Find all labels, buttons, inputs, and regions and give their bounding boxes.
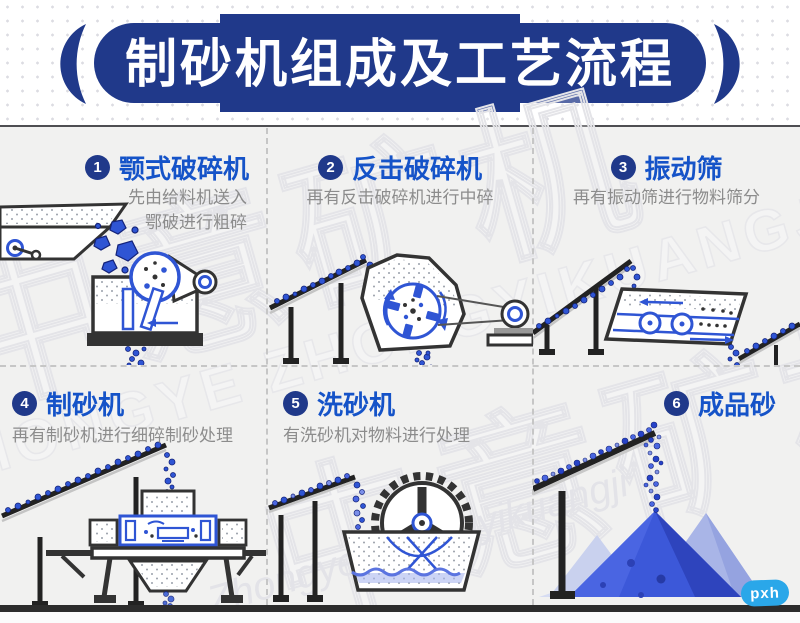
finished-sand-illustration — [533, 421, 783, 599]
right-bracket-icon — [714, 24, 740, 104]
panel-desc: 再有振动筛进行物料筛分 — [573, 188, 760, 207]
sand-maker-illustration — [1, 441, 266, 607]
left-bracket-icon — [60, 24, 86, 104]
panel-title: 制砂机 — [46, 390, 125, 420]
step-number-badge: 3 — [610, 155, 636, 180]
panel-desc: 再有制砂机进行细碎制砂处理 — [12, 426, 233, 445]
panel-title-row: 4 制砂机 — [12, 385, 124, 422]
title-banner: 制砂机组成及工艺流程 — [60, 12, 740, 114]
panel-finished-sand: 6 成品砂 — [533, 365, 800, 607]
panel-title-row: 6 成品砂 — [663, 385, 776, 422]
panel-desc-line: 鄂破进行粗碎 — [145, 213, 247, 232]
panel-title-row: 2 反击破碎机 — [317, 149, 483, 186]
panel-title: 颚式破碎机 — [118, 154, 249, 184]
horizontal-dashed-divider — [0, 365, 800, 367]
page-title: 制砂机组成及工艺流程 — [125, 36, 675, 94]
step-number-badge: 6 — [663, 391, 689, 416]
panel-desc: 有洗砂机对物料进行处理 — [283, 426, 470, 445]
step-number-badge: 2 — [317, 155, 343, 180]
panel-impact-crusher: 2 反击破碎机 再有反击破碎机进行中碎 — [267, 127, 533, 365]
panel-desc-line: 先由给料机送入 — [128, 188, 247, 207]
panel-title: 洗砂机 — [317, 390, 396, 420]
header-divider-line — [0, 125, 800, 127]
jaw-crusher-illustration — [0, 202, 218, 365]
panel-sand-washer: 5 洗砂机 有洗砂机对物料进行处理 — [267, 365, 533, 607]
panel-sand-maker: 4 制砂机 再有制砂机进行细碎制砂处理 — [0, 365, 267, 607]
impact-crusher-illustration — [268, 253, 533, 365]
bottom-bar — [0, 605, 800, 612]
title-banner-ribbon: 制砂机组成及工艺流程 — [60, 14, 740, 112]
panel-desc: 先由给料机送入 鄂破进行粗碎 — [128, 185, 247, 235]
panel-title: 成品砂 — [697, 390, 776, 420]
pxh-logo-badge: pxh — [740, 579, 790, 607]
panel-title-row: 5 洗砂机 — [283, 385, 395, 422]
panel-title: 振动筛 — [644, 154, 723, 184]
panel-title-row: 3 振动筛 — [610, 149, 723, 186]
panel-vibrating-screen: 3 振动筛 再有振动筛进行物料筛分 — [533, 127, 800, 365]
panel-title-row: 1 颚式破碎机 — [84, 149, 249, 186]
sand-washer-illustration — [268, 472, 482, 602]
vibrating-screen-illustration — [533, 258, 800, 365]
panel-desc: 再有反击破碎机进行中碎 — [306, 188, 494, 207]
panel-jaw-crusher: 1 颚式破碎机 先由给料机送入 鄂破进行粗碎 — [0, 127, 267, 365]
footer-strip — [0, 612, 800, 623]
step-number-badge: 5 — [283, 391, 308, 416]
panel-title: 反击破碎机 — [351, 154, 483, 184]
step-number-badge: 1 — [84, 155, 110, 180]
step-number-badge: 4 — [12, 391, 37, 416]
